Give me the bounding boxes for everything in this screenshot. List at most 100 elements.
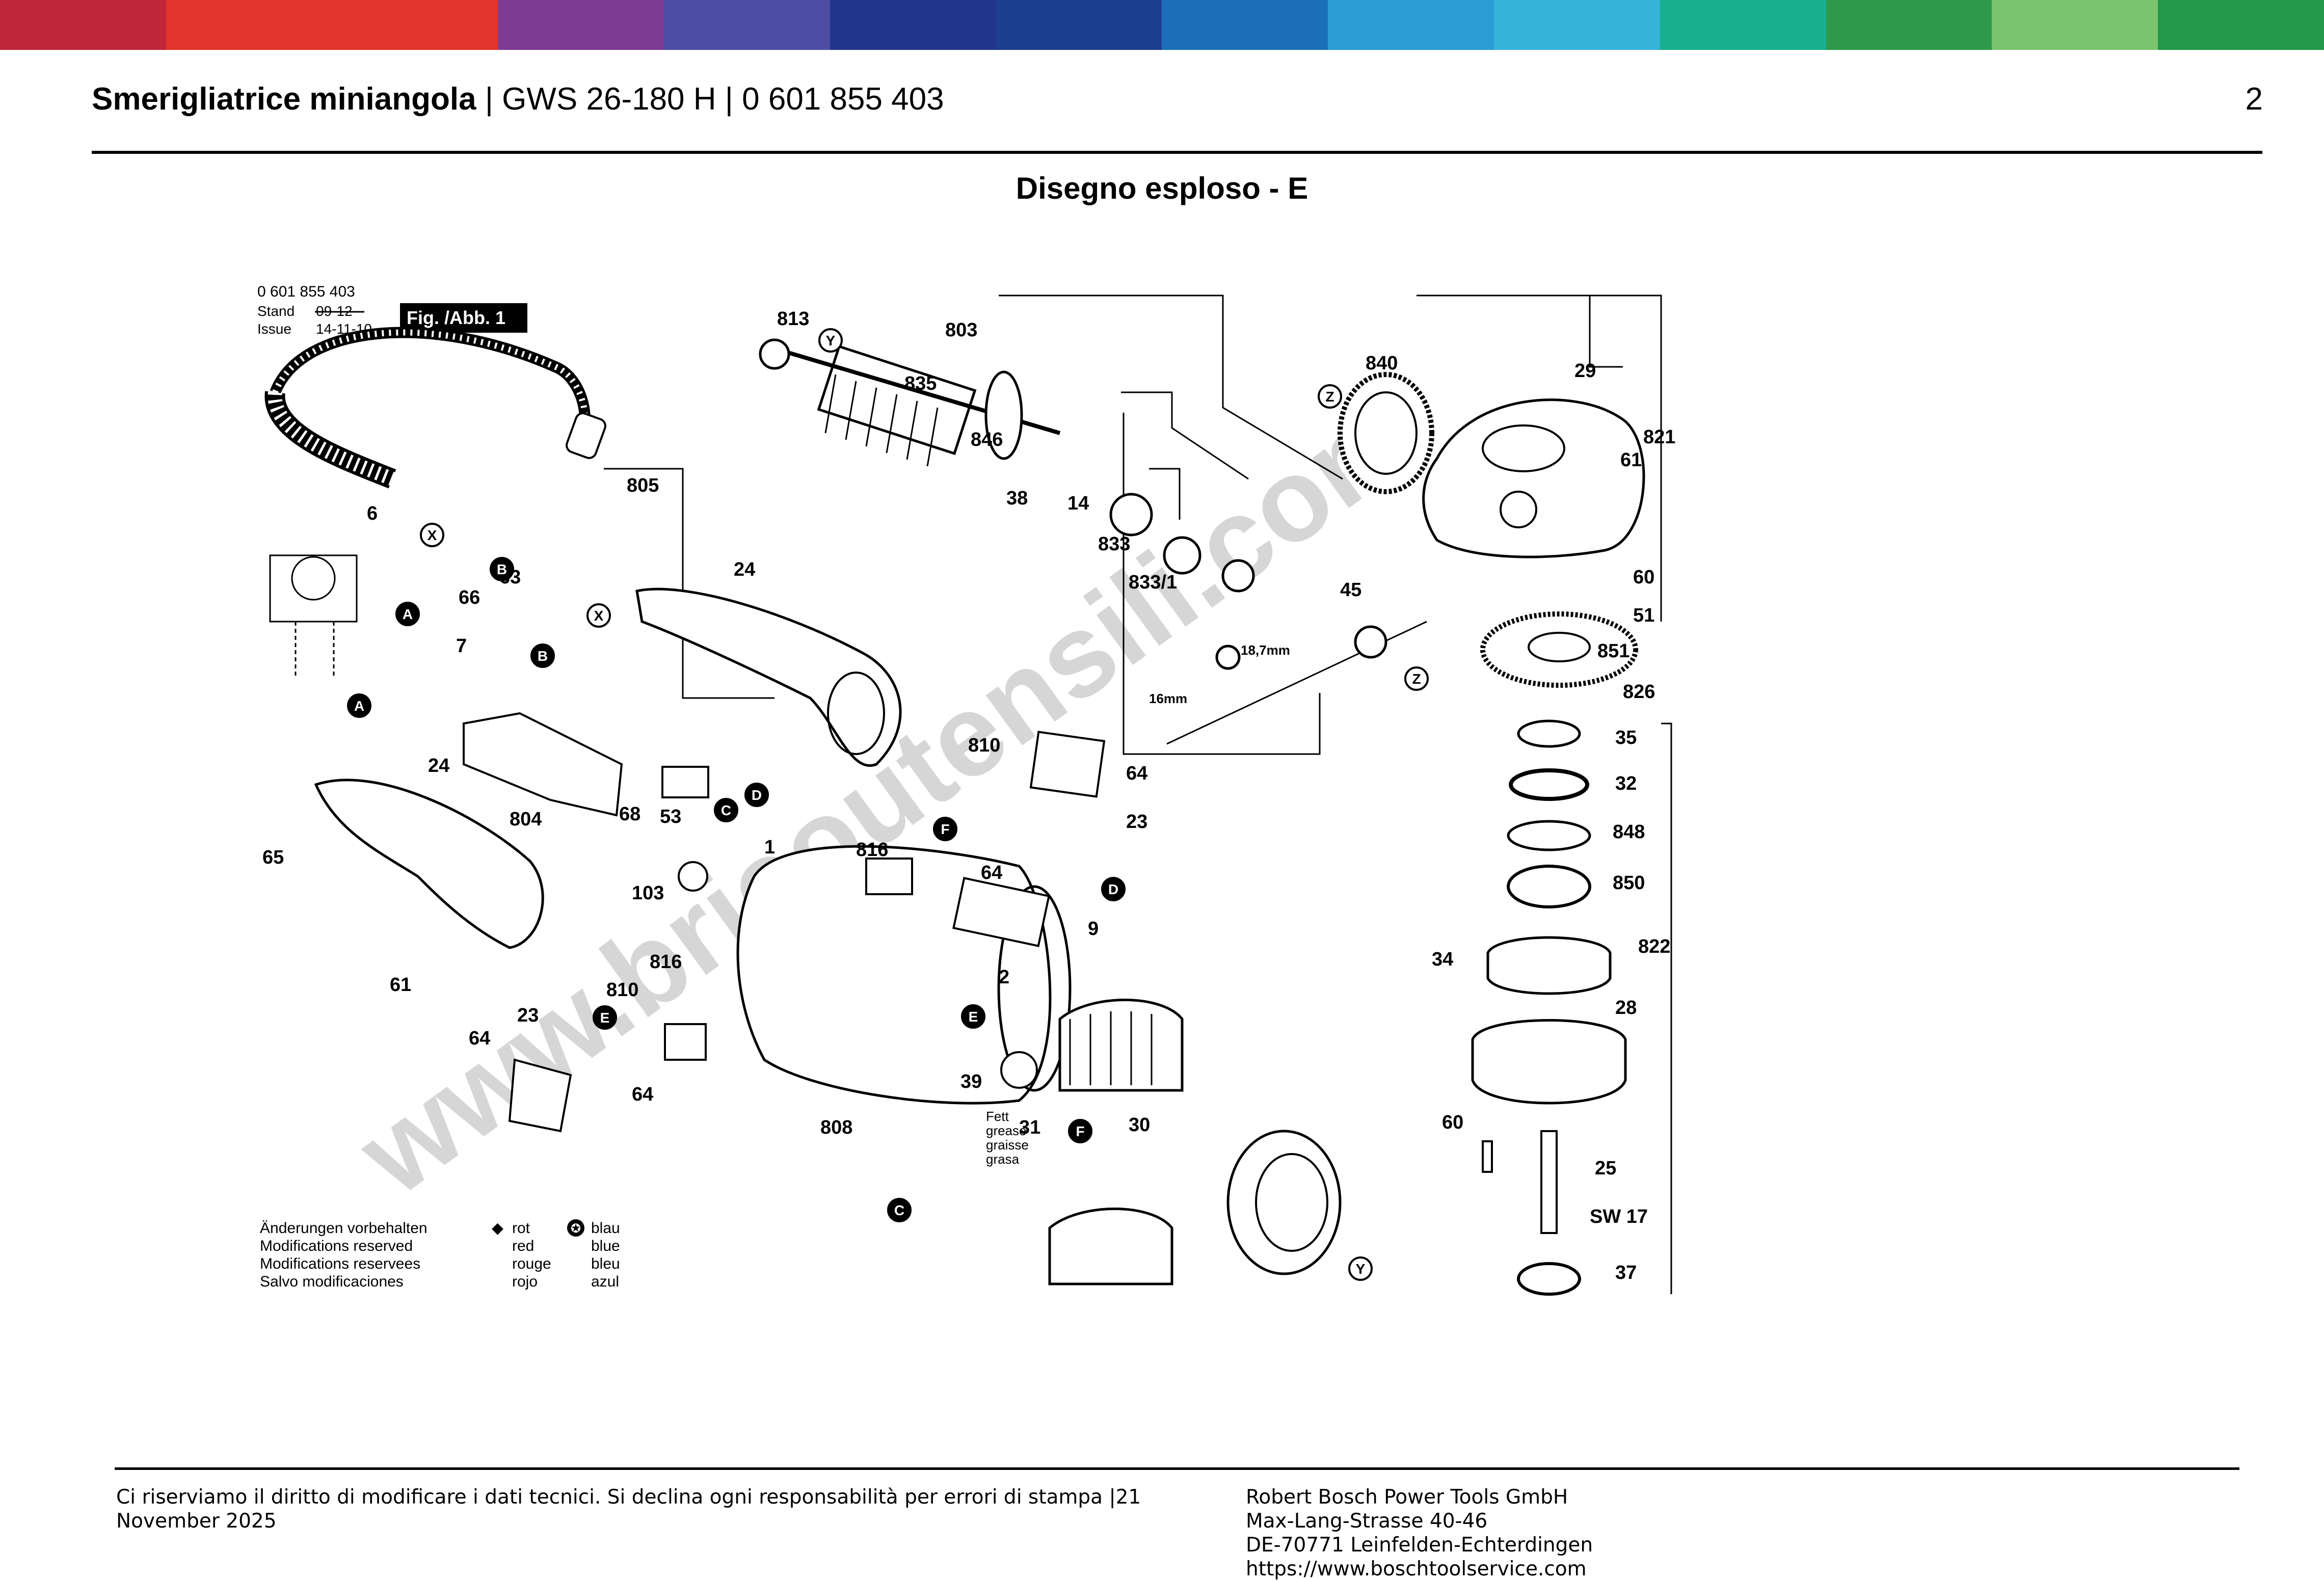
connector-marker bbox=[961, 1004, 985, 1029]
part-label: 808 bbox=[820, 1117, 852, 1138]
connector-letter: A bbox=[403, 606, 413, 622]
stand-label: Stand bbox=[257, 303, 295, 319]
connector-marker bbox=[395, 602, 420, 626]
connector-marker bbox=[1404, 666, 1429, 691]
part-label: 7 bbox=[456, 635, 467, 657]
part-label: 64 bbox=[981, 862, 1002, 883]
part-label: 38 bbox=[1006, 488, 1028, 509]
note-es: Salvo modificaciones bbox=[260, 1273, 404, 1290]
part-label: 61 bbox=[1620, 449, 1642, 471]
page-number: 2 bbox=[2245, 82, 2263, 117]
connector-marker bbox=[1101, 877, 1126, 901]
connector-marker bbox=[420, 523, 444, 547]
connector-marker bbox=[593, 1005, 617, 1030]
part-label: 66 bbox=[459, 587, 480, 608]
connector-marker bbox=[1348, 1256, 1373, 1281]
legend-blue-fr: bleu bbox=[591, 1255, 620, 1272]
part-label: 60 bbox=[1442, 1112, 1463, 1133]
part-labels: 8056666372424804685365618138038358463814… bbox=[262, 308, 1675, 1283]
part-label: SW 17 bbox=[1590, 1206, 1648, 1227]
page-header: Smerigliatrice miniangola | GWS 26-180 H… bbox=[92, 76, 2262, 122]
part-label: 68 bbox=[619, 803, 640, 825]
connector-marker bbox=[347, 693, 371, 718]
part-label: 813 bbox=[777, 308, 809, 330]
brand-color-segment bbox=[830, 0, 996, 50]
connector-marker bbox=[586, 603, 611, 628]
model-name: GWS 26-180 H bbox=[502, 82, 716, 117]
part-label: 804 bbox=[510, 809, 542, 830]
connector-letter: F bbox=[1076, 1123, 1084, 1139]
connector-letter: Z bbox=[1325, 389, 1334, 405]
note-fr: Modifications reservees bbox=[260, 1255, 420, 1272]
exploded-view-diagram: www.bricoutensili.com 0 601 855 403 Stan… bbox=[257, 283, 1675, 1296]
part-label: 810 bbox=[968, 735, 1000, 756]
connector-letter: E bbox=[600, 1010, 610, 1026]
part-label: 30 bbox=[1129, 1114, 1150, 1136]
part-label: 816 bbox=[856, 839, 888, 861]
brand-color-segment bbox=[1494, 0, 1660, 50]
connector-marker bbox=[1068, 1119, 1092, 1143]
company-name: Robert Bosch Power Tools GmbH bbox=[1246, 1486, 1568, 1509]
brand-color-segment bbox=[166, 0, 332, 50]
part-label: 24 bbox=[428, 755, 449, 776]
brand-color-segment bbox=[2158, 0, 2324, 50]
brand-color-segment bbox=[996, 0, 1162, 50]
brand-color-segment bbox=[664, 0, 830, 50]
connector-letter: Z bbox=[1412, 671, 1421, 687]
legend-blue-de: blau bbox=[591, 1220, 620, 1237]
company-street: Max-Lang-Strasse 40-46 bbox=[1246, 1510, 1488, 1533]
footer-disclaimer: Ci riserviamo il diritto di modificare i… bbox=[116, 1486, 1141, 1533]
brand-color-segment bbox=[498, 0, 664, 50]
part-label: 846 bbox=[971, 429, 1003, 450]
part-label: 14 bbox=[1067, 493, 1089, 514]
connector-letter: X bbox=[594, 608, 604, 624]
grease-label-en: grease bbox=[986, 1123, 1027, 1138]
part-label: 35 bbox=[1615, 727, 1637, 748]
part-label: 64 bbox=[469, 1028, 490, 1049]
star-icon: ✪ bbox=[571, 1222, 581, 1236]
part-label: 53 bbox=[660, 806, 681, 827]
footer-address: Robert Bosch Power Tools GmbH Max-Lang-S… bbox=[1246, 1485, 1704, 1581]
part-label: 833 bbox=[1098, 533, 1130, 555]
part-label: 2 bbox=[999, 967, 1009, 988]
connector-marker bbox=[1318, 384, 1342, 409]
connector-letter: D bbox=[1108, 881, 1118, 897]
legend-red-es: rojo bbox=[512, 1273, 538, 1290]
brand-color-segment bbox=[1992, 0, 2158, 50]
connector-letter: E bbox=[969, 1009, 978, 1025]
part-label: 835 bbox=[904, 373, 937, 394]
connector-letter: C bbox=[894, 1202, 904, 1218]
part-label: 803 bbox=[945, 319, 977, 341]
connector-marker bbox=[530, 644, 555, 668]
part-label: 850 bbox=[1613, 872, 1645, 894]
legend-red-en: red bbox=[512, 1238, 534, 1254]
part-label: 31 bbox=[1019, 1117, 1040, 1138]
section-title: Disegno esploso - E bbox=[1016, 171, 1308, 205]
grease-label-de: Fett bbox=[986, 1109, 1009, 1124]
grease-label-es: grasa bbox=[986, 1151, 1020, 1167]
part-label: 25 bbox=[1595, 1158, 1616, 1179]
brand-color-segment bbox=[1328, 0, 1494, 50]
header-separator: | bbox=[485, 82, 493, 117]
grease-label-fr: graisse bbox=[986, 1137, 1029, 1153]
brand-color-segment bbox=[1660, 0, 1826, 50]
connector-marker bbox=[887, 1198, 912, 1222]
part-label: 23 bbox=[1126, 811, 1147, 833]
part-label: 805 bbox=[627, 475, 659, 496]
company-website[interactable]: https://www.boschtoolservice.com bbox=[1246, 1558, 1587, 1580]
connector-marker bbox=[490, 557, 514, 581]
part-label: 61 bbox=[390, 974, 411, 996]
issue-label: Issue bbox=[257, 321, 291, 337]
part-label: 822 bbox=[1638, 936, 1670, 957]
connector-letter: Y bbox=[826, 333, 836, 349]
part-label: 826 bbox=[1623, 681, 1655, 703]
part-label: 39 bbox=[960, 1071, 982, 1092]
note-en: Modifications reserved bbox=[260, 1238, 413, 1254]
diagram-ref-number: 0 601 855 403 bbox=[257, 283, 355, 300]
part-label: 65 bbox=[262, 847, 284, 868]
part-label: 23 bbox=[517, 1005, 539, 1026]
part-label: 64 bbox=[1126, 763, 1147, 784]
part-label: 34 bbox=[1432, 949, 1453, 970]
part-label: 103 bbox=[632, 882, 664, 904]
connector-letter: C bbox=[721, 802, 731, 818]
